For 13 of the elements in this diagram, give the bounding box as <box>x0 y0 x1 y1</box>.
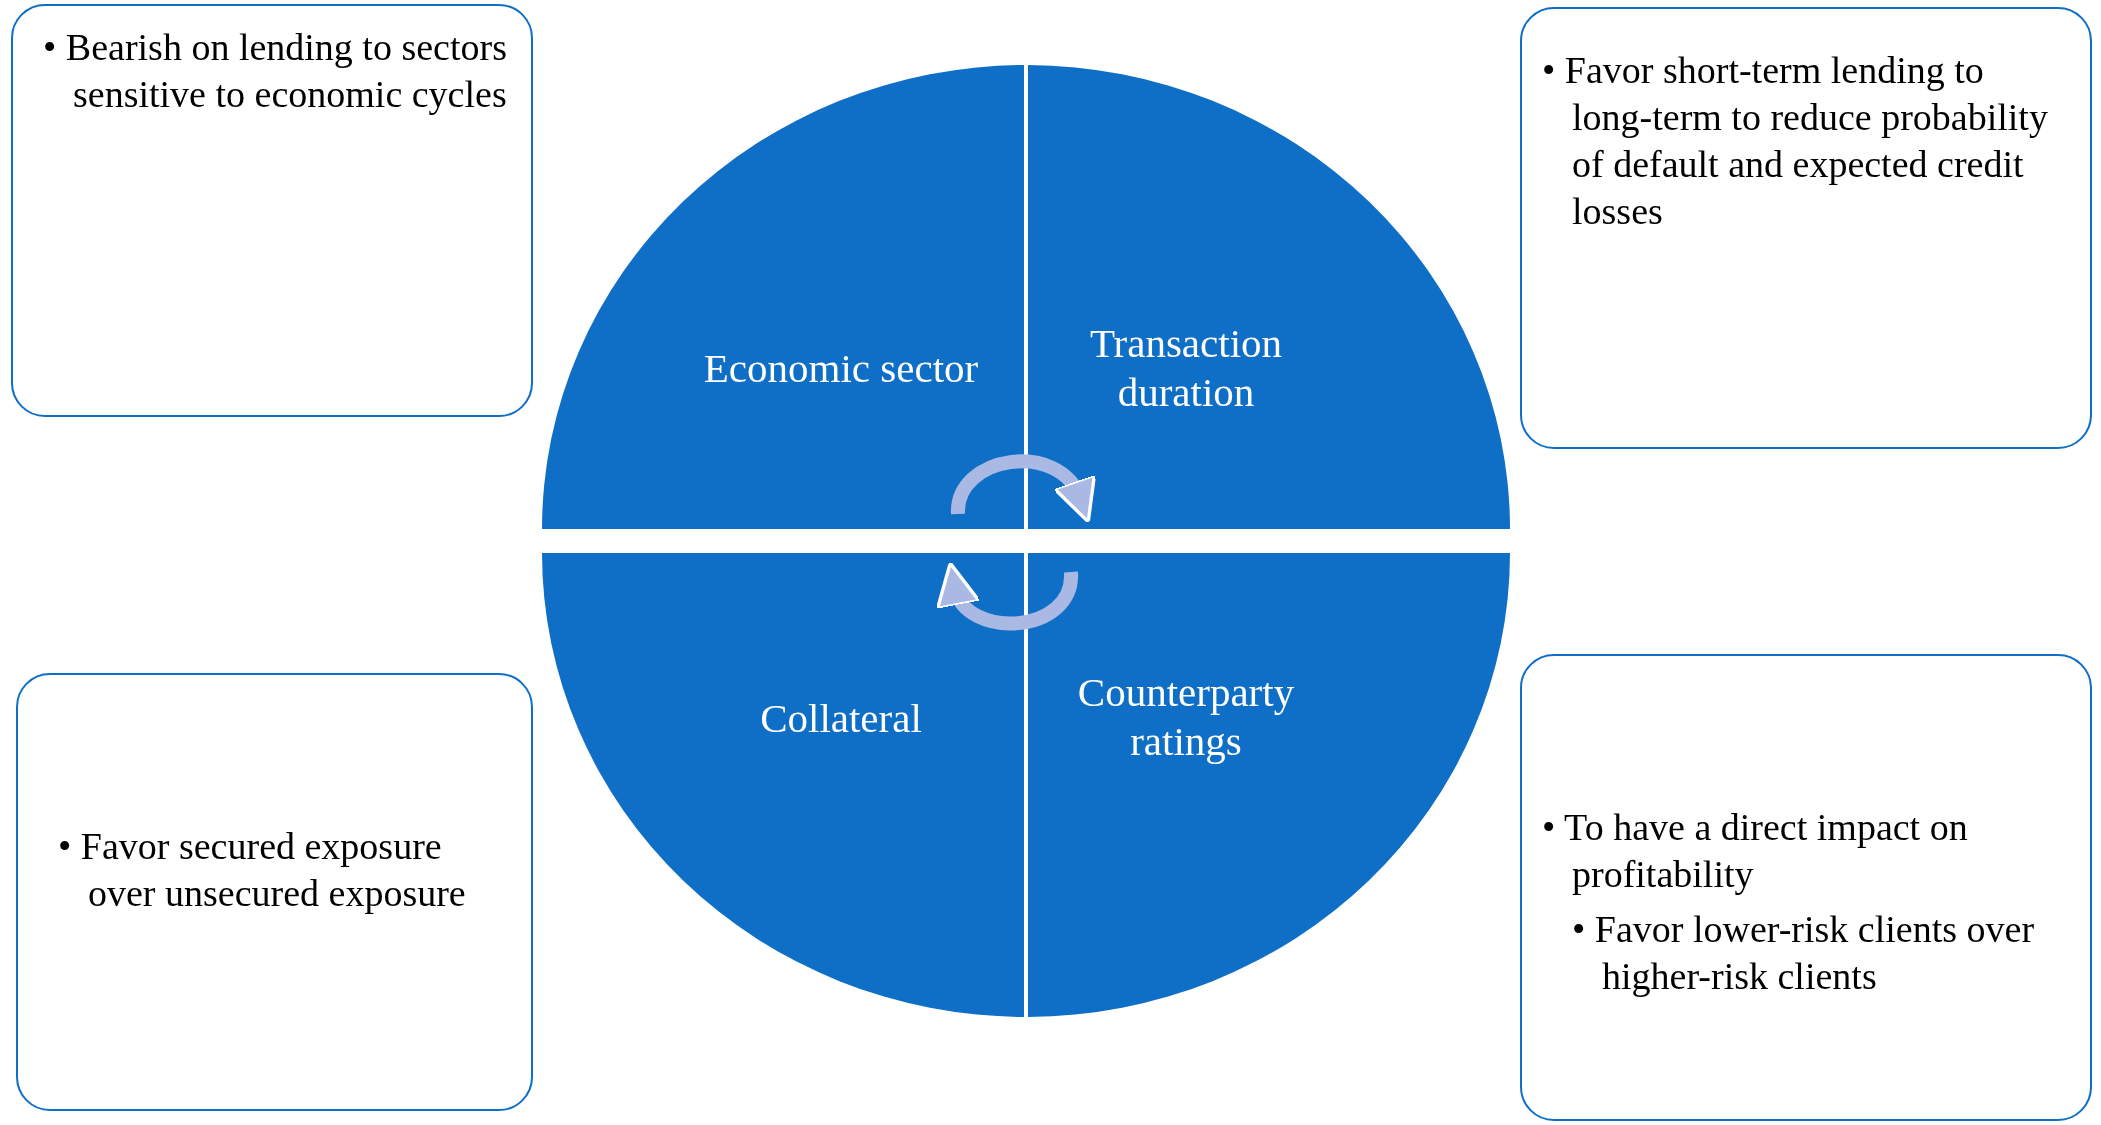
segment-label: Economic sector <box>702 343 980 393</box>
bullet-text: • Bearish on lending to sectors sensitive to economic cycles <box>43 25 508 117</box>
text-panel <box>1520 654 2092 1121</box>
text-panel <box>16 673 533 1111</box>
text-panel <box>1520 7 2092 449</box>
bullet-text: • Favor short-term lending to long-term to reduce probability of default and expected credit losses <box>1542 48 2049 234</box>
segment-label: Counterparty ratings <box>1076 668 1296 766</box>
bullet-text: • Favor secured exposure over unsecured exposure <box>58 824 467 916</box>
bullet-text: • To have a direct impact on profitability <box>1542 805 1969 897</box>
segment-label: Collateral <box>759 693 923 743</box>
segment-label: Transaction duration <box>1088 319 1284 417</box>
bullet-text: • Favor lower-risk clients over higher-risk clients <box>1572 907 2036 999</box>
text-panel <box>11 4 533 417</box>
